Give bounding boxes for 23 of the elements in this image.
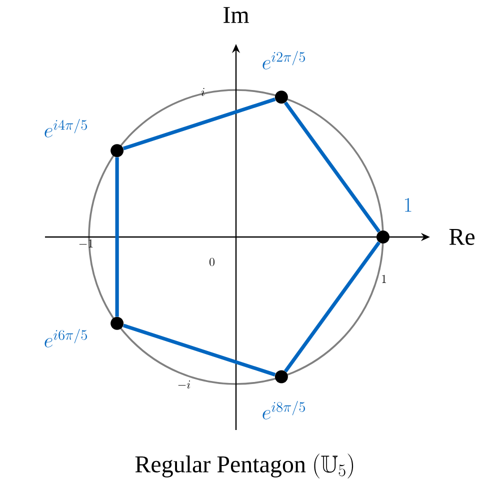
vertex-label: $e^{i4\pi/5}$ <box>44 118 87 138</box>
pentagon-side <box>122 98 276 150</box>
vertex-dot <box>110 144 124 158</box>
tick-label: $-i$ <box>178 380 190 389</box>
pentagon-side <box>284 241 381 372</box>
vertex-dot <box>274 370 288 384</box>
vertex-label: $e^{i8\pi/5}$ <box>262 400 305 420</box>
vertex-dot <box>274 90 288 104</box>
caption: $\text{Regular Pentagon }(\mathbb{U}_5)$ <box>135 454 354 478</box>
tick-label: $i$ <box>201 88 204 96</box>
pentagon-side <box>284 102 381 233</box>
tick-label: $0$ <box>210 258 214 266</box>
vertex-label: $e^{i6\pi/5}$ <box>44 328 87 348</box>
vertex-label: $1$ <box>405 198 412 212</box>
tick-label: $1$ <box>382 274 386 283</box>
pentagon-side <box>122 324 276 376</box>
pentagon-side <box>115 157 119 317</box>
tick-label: $-1$ <box>79 239 93 248</box>
vertex-label: $e^{i2\pi/5}$ <box>262 50 305 70</box>
axis-label: $\mathrm{Re}$ <box>449 229 474 245</box>
vertex-dot <box>376 230 390 244</box>
axis-label: $\mathrm{Im}$ <box>224 7 249 23</box>
vertex-dot <box>110 316 124 330</box>
